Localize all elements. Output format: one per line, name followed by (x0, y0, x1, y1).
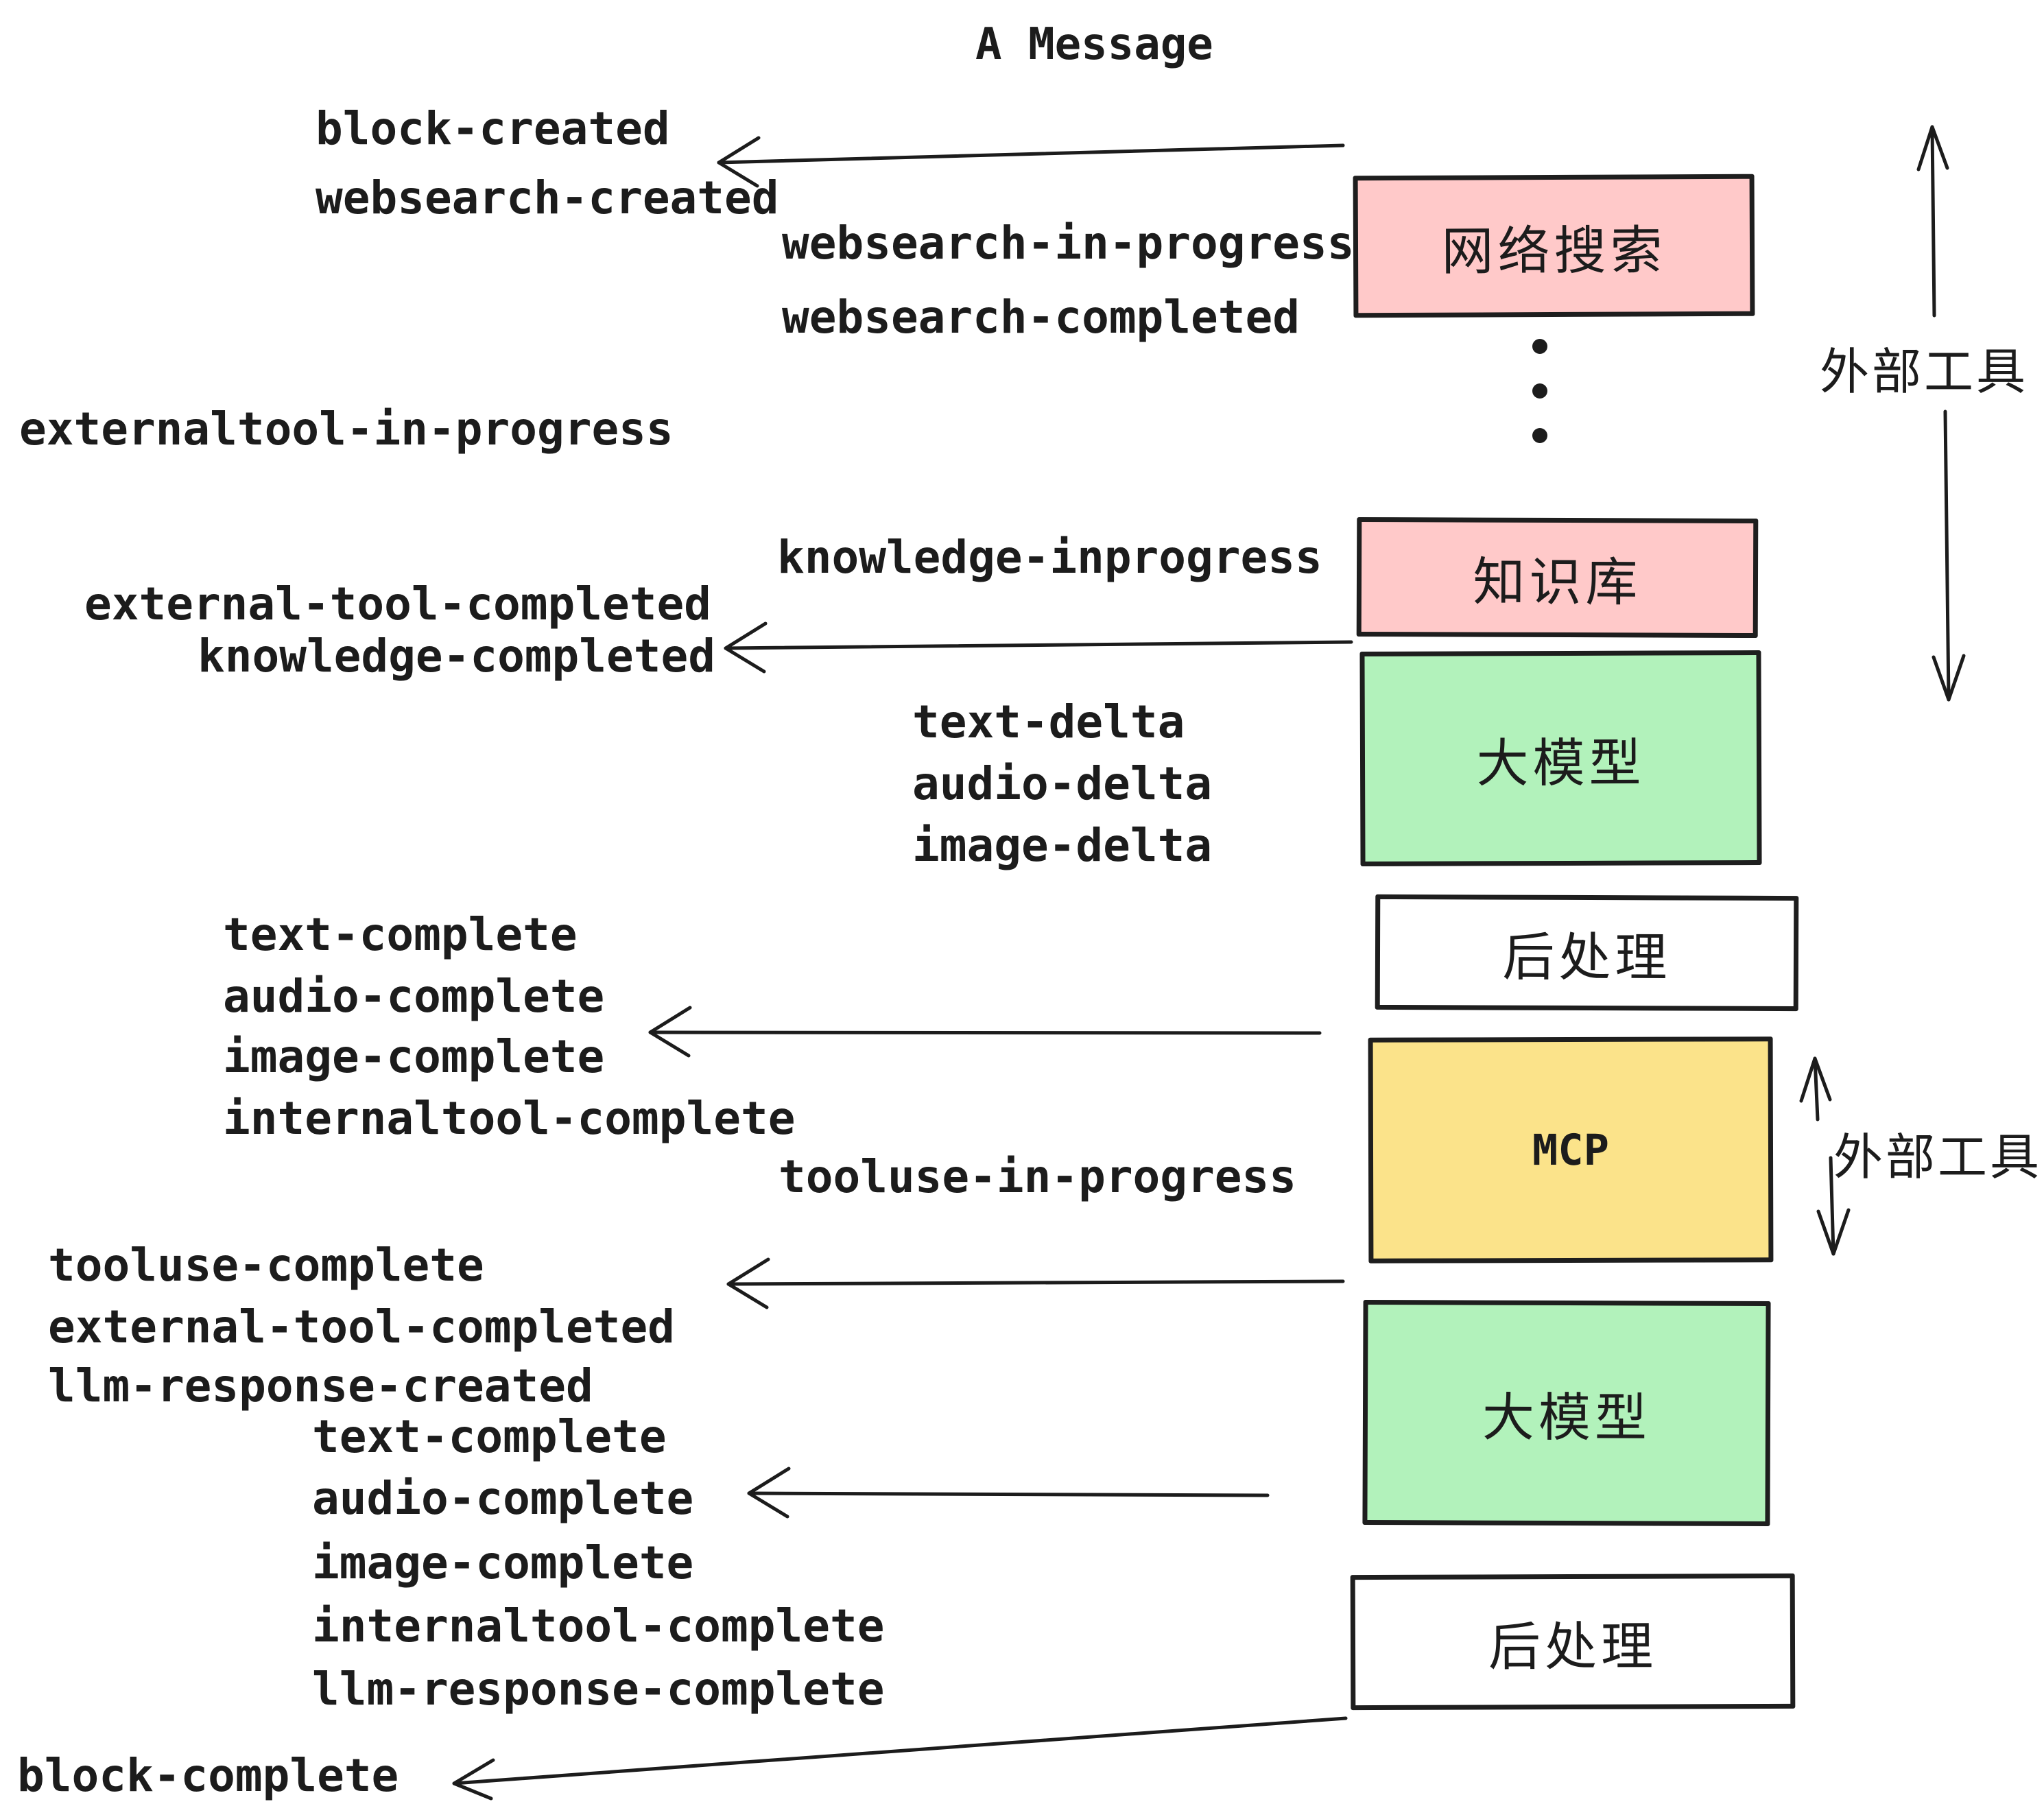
external-tools-down-arrow-icon (1932, 410, 1966, 702)
box-llm-1: 大模型 (1359, 650, 1762, 867)
event-label-externaltool-in-progress: externaltool-in-progress (19, 403, 674, 455)
box-llm-1-label: 大模型 (1476, 734, 1645, 793)
event-label-audio-delta: audio-delta (912, 757, 1213, 810)
event-label-websearch-in-progress: websearch-in-progress (782, 217, 1355, 270)
box-post-2: 后处理 (1350, 1573, 1796, 1711)
event-label-block-created: block-created (316, 102, 670, 155)
event-label-image-complete: image-complete (223, 1030, 605, 1083)
event-label-audio-complete-2: audio-complete (312, 1472, 694, 1525)
arrow-knowledge-to-completed-icon (724, 621, 1353, 674)
box-websearch: 网络搜索 (1353, 174, 1755, 318)
box-post-2-label: 后处理 (1488, 1617, 1658, 1676)
diagram-title: A Message (975, 19, 1213, 70)
external-tools-up-arrow-icon (1916, 125, 1949, 318)
side-label-external-tools-mcp: 外部工具 (1833, 1130, 2043, 1185)
event-label-internaltool-complete-2: internaltool-complete (312, 1600, 885, 1652)
event-label-llm-response-created: llm-response-created (48, 1360, 593, 1412)
arrow-post2-to-block-complete-icon (452, 1716, 1348, 1801)
box-llm-2: 大模型 (1362, 1299, 1771, 1527)
event-label-knowledge-inprogress: knowledge-inprogress (777, 531, 1322, 584)
box-knowledge: 知识库 (1356, 517, 1759, 639)
event-label-internaltool-complete: internaltool-complete (223, 1092, 796, 1145)
event-label-websearch-completed: websearch-completed (782, 291, 1300, 344)
box-knowledge-label: 知识库 (1473, 553, 1642, 613)
event-label-tooluse-in-progress: tooluse-in-progress (779, 1150, 1296, 1203)
box-llm-2-label: 大模型 (1482, 1388, 1652, 1448)
box-mcp: MCP (1368, 1036, 1774, 1263)
box-post-1: 后处理 (1375, 894, 1799, 1012)
event-label-text-complete: text-complete (223, 908, 578, 961)
event-label-tooluse-complete: tooluse-complete (48, 1239, 484, 1292)
event-label-text-delta: text-delta (912, 696, 1185, 748)
event-label-image-complete-2: image-complete (312, 1536, 694, 1589)
event-label-image-delta: image-delta (912, 819, 1213, 872)
box-mcp-label: MCP (1532, 1124, 1610, 1176)
event-label-text-complete-2: text-complete (312, 1410, 667, 1463)
mcp-external-tools-up-arrow-icon (1799, 1056, 1832, 1121)
event-label-block-complete: block-complete (17, 1749, 399, 1802)
event-label-external-tool-completed-2: external-tool-completed (48, 1301, 675, 1353)
side-label-external-tools-top: 外部工具 (1820, 345, 2029, 400)
arrow-llm2-to-complete-icon (747, 1467, 1270, 1519)
event-label-audio-complete: audio-complete (223, 970, 605, 1023)
arrow-websearch-to-created-icon (717, 136, 1345, 188)
box-post-1-label: 后处理 (1502, 928, 1672, 988)
arrow-post1-to-complete-icon (648, 1006, 1322, 1058)
event-label-websearch-created: websearch-created (316, 171, 779, 224)
event-label-knowledge-completed: knowledge-completed (198, 630, 715, 683)
box-websearch-label: 网络搜索 (1441, 221, 1667, 281)
arrow-mcp-to-tooluse-complete-icon (726, 1257, 1345, 1309)
event-label-llm-response-complete: llm-response-complete (312, 1663, 885, 1716)
event-label-external-tool-completed: external-tool-completed (84, 578, 711, 630)
ellipsis-dots-icon (1532, 339, 1547, 443)
